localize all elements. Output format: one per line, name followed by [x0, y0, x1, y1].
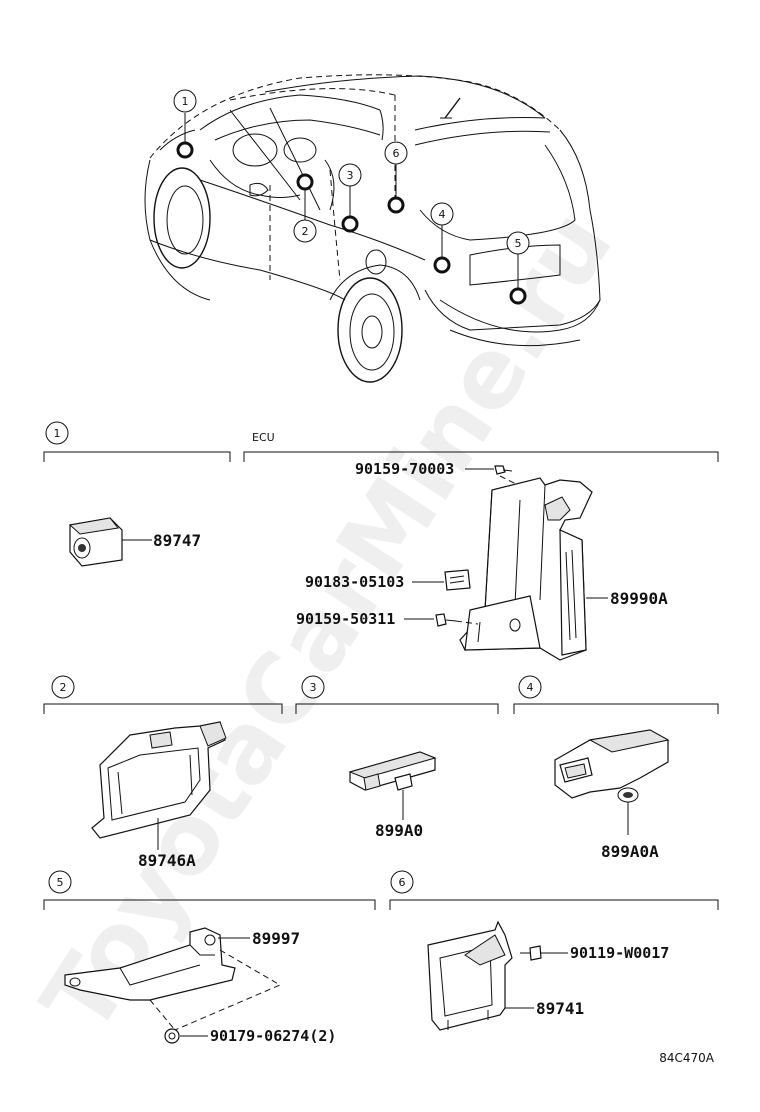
- part-89997-drawing: [64, 927, 282, 1031]
- section-3: 3 899A0: [295, 675, 499, 840]
- section-number-2: 2: [60, 681, 67, 694]
- callout-label-4: 4: [439, 208, 446, 221]
- part-number-89741[interactable]: 89741: [536, 999, 584, 1018]
- callout-marker-5: [509, 287, 527, 305]
- part-89747-drawing: [68, 517, 152, 567]
- part-899a0-drawing: [348, 751, 437, 820]
- reference-code: 84C470A: [659, 1051, 715, 1065]
- section-1: 1 89747: [43, 421, 231, 567]
- callout-marker-1: [176, 141, 194, 159]
- part-89741-drawing: [427, 920, 534, 1031]
- callout-marker-2: [296, 173, 314, 191]
- bolt-90119-w0017-drawing: [520, 945, 568, 961]
- callout-marker-3: [341, 215, 359, 233]
- car-illustration: [144, 74, 601, 383]
- part-number-89997[interactable]: 89997: [252, 929, 300, 948]
- callout-label-3: 3: [347, 169, 354, 182]
- callout-label-5: 5: [515, 237, 522, 250]
- part-number-90179-06274[interactable]: 90179-06274(2): [210, 1027, 336, 1045]
- callout-marker-6: [387, 196, 405, 214]
- callout-marker-4: [433, 256, 451, 274]
- part-number-89746a[interactable]: 89746A: [138, 851, 196, 870]
- part-899a0a-drawing: [554, 729, 670, 835]
- part-number-90159-50311[interactable]: 90159-50311: [296, 610, 395, 628]
- part-number-90159-70003[interactable]: 90159-70003: [355, 460, 454, 478]
- section-number-6: 6: [399, 876, 406, 889]
- part-number-89990a[interactable]: 89990A: [610, 589, 668, 608]
- part-number-899a0a[interactable]: 899A0A: [601, 842, 659, 861]
- section-number-4: 4: [527, 681, 534, 694]
- clip-90183-05103-drawing: [444, 569, 471, 591]
- section-number-3: 3: [310, 681, 317, 694]
- section-6: 6 89741 90119-W0017: [389, 870, 719, 1031]
- car-callouts: 1 2 3 4 5 6: [173, 89, 530, 305]
- part-number-899a0[interactable]: 899A0: [375, 821, 423, 840]
- callout-label-6: 6: [393, 147, 400, 160]
- section-4: 4 899A0A: [513, 675, 719, 861]
- part-number-90119-w0017[interactable]: 90119-W0017: [570, 944, 669, 962]
- section-5: 5 89997 90179-06274(2): [43, 870, 376, 1045]
- part-89746a-drawing: [91, 721, 227, 850]
- ecu-89990a-drawing: [459, 477, 608, 661]
- bolt-90159-70003-drawing: [494, 465, 529, 491]
- callout-label-1: 1: [182, 95, 189, 108]
- section-number-5: 5: [57, 876, 64, 889]
- part-number-90183-05103[interactable]: 90183-05103: [305, 573, 404, 591]
- ecu-label: ECU: [252, 431, 275, 444]
- section-number-1: 1: [54, 427, 61, 440]
- callout-label-2: 2: [302, 225, 309, 238]
- nut-90179-06274-drawing: [164, 1028, 208, 1044]
- section-ecu: ECU 90159-70003 89990A: [243, 431, 719, 661]
- section-2: 2 89746A: [43, 675, 283, 870]
- part-number-89747[interactable]: 89747: [153, 531, 201, 550]
- bolt-90159-50311-drawing: [435, 613, 479, 627]
